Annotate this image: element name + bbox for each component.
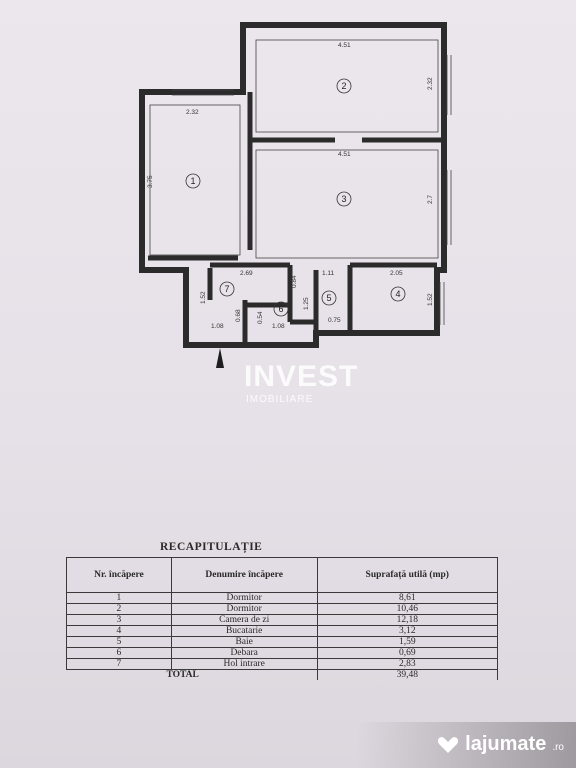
cell-nr: 2 (66, 603, 172, 615)
entry-arrow-icon (216, 348, 224, 368)
watermark-brand: INVEST (244, 360, 359, 393)
cell-nr: 6 (66, 647, 172, 659)
window-room4 (439, 282, 445, 325)
cell-nr: 4 (66, 625, 172, 637)
cell-nr: 7 (66, 658, 172, 670)
dim-storage-bottom: 1.08 (272, 323, 285, 330)
heart-icon (438, 736, 459, 753)
cell-area: 12,18 (316, 614, 499, 626)
dim-entry-mid: 0.68 (235, 309, 242, 322)
total-label: TOTAL (66, 669, 318, 680)
room3-outline (255, 149, 439, 259)
dim-room3-top: 4.51 (338, 151, 351, 158)
dim-hall-top: 2.69 (240, 270, 253, 277)
header-nr: Nr. încăpere (66, 557, 172, 593)
room-number-6: 6 (278, 304, 283, 314)
dim-room2-side: 2.32 (427, 77, 434, 90)
dim-bath-side: 0.84 (291, 275, 298, 288)
site-logo-backdrop (356, 722, 576, 768)
dim-room2-top: 4.51 (338, 42, 351, 49)
window-room3 (446, 170, 452, 245)
dim-room1-top: 2.32 (186, 109, 199, 116)
cell-nr: 3 (66, 614, 172, 626)
site-logo-name: lajumate (465, 733, 547, 755)
dim-storage-side: 0.54 (257, 311, 264, 324)
cell-nr: 5 (66, 636, 172, 648)
cell-area: 1,59 (316, 636, 499, 648)
dim-room3-side: 2.7 (427, 195, 434, 204)
cell-name: Hol intrare (170, 658, 318, 670)
cell-name: Debara (170, 647, 318, 659)
cell-area: 0,69 (316, 647, 499, 659)
room-number-3: 3 (341, 194, 346, 204)
cell-name: Baie (170, 636, 318, 648)
cell-name: Dormitor (170, 603, 318, 615)
dim-bath-bottom: 0.75 (328, 317, 341, 324)
floor-plan: 1 2 3 4 5 6 7 4.51 2.32 2.32 3.75 4.51 2… (139, 22, 452, 368)
room2-outline (255, 39, 439, 133)
room1-outline (149, 104, 241, 256)
dim-entry-bottom: 1.08 (211, 323, 224, 330)
cell-area: 3,12 (316, 625, 499, 637)
cell-area: 8,61 (316, 592, 499, 604)
room-number-5: 5 (326, 293, 331, 303)
watermark-sub: IMOBILIARE (246, 394, 314, 405)
cell-area: 10,46 (316, 603, 499, 615)
cell-name: Bucatarie (170, 625, 318, 637)
recap-title: RECAPITULAȚIE (160, 541, 263, 553)
room-number-1: 1 (190, 176, 195, 186)
room-number-2: 2 (341, 81, 346, 91)
total-row: TOTAL 39,48 (66, 669, 499, 680)
wall-bath (287, 265, 319, 333)
cell-area: 2,83 (316, 658, 499, 670)
cell-nr: 1 (66, 592, 172, 604)
header-area: Suprafață utilă (mp) (316, 557, 499, 593)
site-logo-tld: .ro (552, 742, 564, 753)
site-logo[interactable]: lajumate .ro (437, 733, 564, 756)
room-number-4: 4 (395, 289, 400, 299)
recap-table: Nr. încăpere Denumire încăpere Suprafață… (66, 557, 499, 680)
total-value: 39,48 (316, 669, 499, 680)
dim-bath-small: 1.25 (303, 297, 310, 310)
cell-name: Dormitor (170, 592, 318, 604)
dim-bath-top: 1.11 (322, 270, 335, 277)
header-name: Denumire încăpere (170, 557, 318, 593)
cell-name: Camera de zi (170, 614, 318, 626)
dim-entry-side: 1.52 (200, 291, 207, 304)
plan-outer-wall (139, 22, 447, 348)
wall-storage (242, 300, 290, 345)
window-room1 (172, 89, 234, 96)
dim-room1-side: 3.75 (147, 175, 154, 188)
dim-kitchen-side: 1.52 (427, 293, 434, 306)
dim-kitchen-top: 2.05 (390, 270, 403, 277)
window-room2 (446, 55, 452, 115)
room-number-7: 7 (224, 284, 229, 294)
